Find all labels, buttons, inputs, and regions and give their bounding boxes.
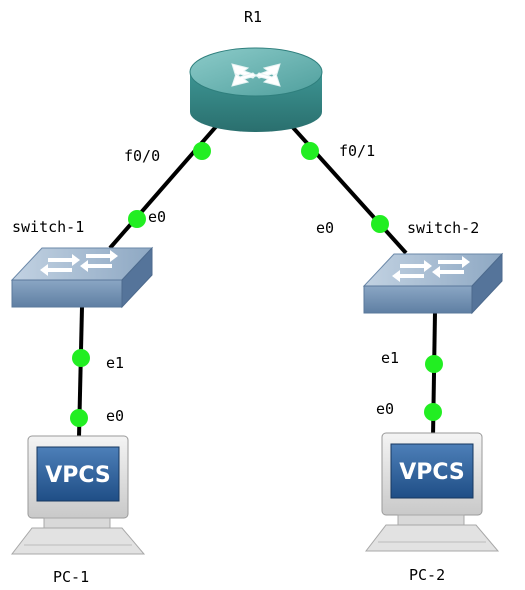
port-dot-pc1-e0[interactable] <box>70 409 88 427</box>
label-pc-2: PC-2 <box>409 566 445 584</box>
label-switch-1: switch-1 <box>12 218 84 236</box>
pc-1-screen-text: VPCS <box>45 463 111 488</box>
pc-2[interactable]: VPCS <box>364 432 500 552</box>
port-label-switch2-e0: e0 <box>316 219 334 237</box>
pc-2-screen-text: VPCS <box>399 460 465 485</box>
port-dot-r1-f0-1[interactable] <box>301 142 319 160</box>
vpcs-monitor-icon: VPCS <box>364 432 500 552</box>
port-labels: f0/0 f0/1 e0 e0 e1 e0 e1 e0 <box>106 142 399 425</box>
port-dot-r1-f0-0[interactable] <box>193 142 211 160</box>
router-r1[interactable] <box>189 47 323 132</box>
port-dot-switch2-e1[interactable] <box>425 355 443 373</box>
label-switch-2: switch-2 <box>407 219 479 237</box>
label-r1: R1 <box>244 8 262 26</box>
port-label-pc1-e0: e0 <box>106 407 124 425</box>
router-icon <box>189 47 323 132</box>
port-dot-switch1-e1[interactable] <box>72 349 90 367</box>
port-label-r1-f0-0: f0/0 <box>124 147 160 165</box>
ports <box>70 142 443 427</box>
port-label-r1-f0-1: f0/1 <box>339 142 375 160</box>
pc-1[interactable]: VPCS <box>10 435 146 555</box>
port-dot-switch2-e0[interactable] <box>371 215 389 233</box>
switch-icon <box>362 252 504 315</box>
port-label-pc2-e0: e0 <box>376 400 394 418</box>
vpcs-monitor-icon: VPCS <box>10 435 146 555</box>
port-dot-switch1-e0[interactable] <box>128 210 146 228</box>
label-pc-1: PC-1 <box>53 568 89 586</box>
port-label-switch1-e1: e1 <box>106 354 124 372</box>
switch-icon <box>10 246 154 309</box>
switch-2[interactable] <box>362 252 504 315</box>
port-label-switch1-e0: e0 <box>148 208 166 226</box>
link-r1-switch1[interactable] <box>108 120 222 250</box>
port-label-switch2-e1: e1 <box>381 349 399 367</box>
switch-1[interactable] <box>10 246 154 309</box>
port-dot-pc2-e0[interactable] <box>424 403 442 421</box>
